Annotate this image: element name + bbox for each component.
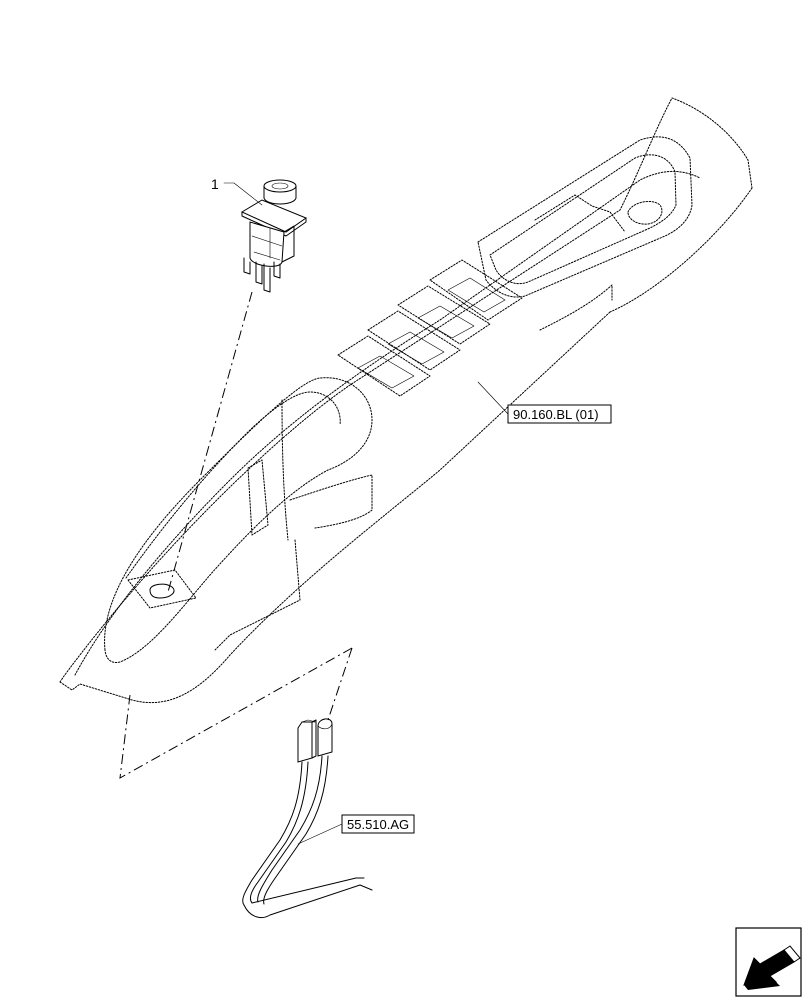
ref-box-panel[interactable]: [507, 404, 612, 424]
leader-line-harness-ref: [297, 823, 343, 845]
callout-item-1[interactable]: 1: [211, 176, 219, 192]
power-socket-switch[interactable]: [240, 179, 308, 293]
assembly-line-harness-to-connector: [327, 647, 353, 721]
wire-harness[interactable]: [242, 718, 373, 918]
assembly-line-harness: [119, 647, 353, 779]
leader-line-item-1: [223, 182, 263, 206]
view-direction-arrow-icon: [735, 927, 802, 997]
side-console-panel: [59, 97, 753, 704]
assembly-line-socket: [167, 291, 253, 593]
ref-box-harness[interactable]: [341, 814, 415, 834]
ref-label-harness[interactable]: 55.510.AG: [347, 817, 409, 832]
ref-label-panel[interactable]: 90.160.BL (01): [513, 407, 599, 422]
leader-line-panel-ref: [477, 381, 509, 415]
